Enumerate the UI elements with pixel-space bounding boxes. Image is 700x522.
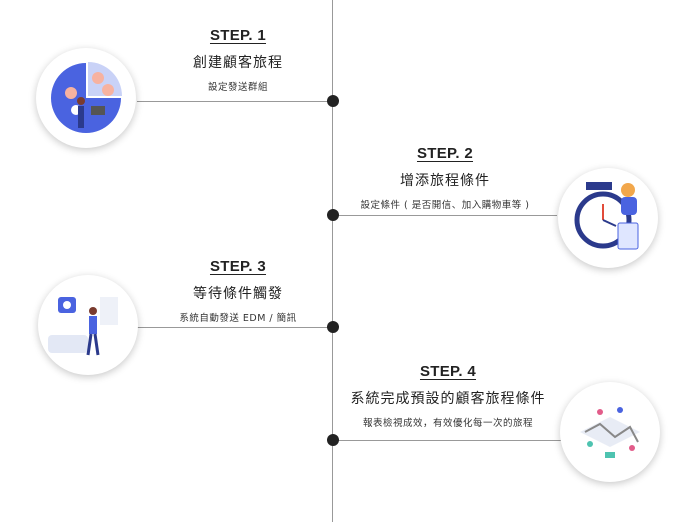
step-4-connector <box>333 440 561 441</box>
step-4-dot <box>327 434 339 446</box>
step-1-connector <box>137 101 333 102</box>
step-2-dot <box>327 209 339 221</box>
journey-map-illustration-icon <box>560 382 660 482</box>
step-3-subtitle: 系統自動發送 EDM / 簡訊 <box>179 313 297 324</box>
step-1-dot <box>327 95 339 107</box>
step-2-subtitle: 設定條件 ( 是否開信、加入購物車等 ) <box>360 200 530 211</box>
step-1-label: STEP. 1 <box>209 27 267 44</box>
step-1-title: 創建顧客旅程 <box>193 55 283 71</box>
step-4-block: STEP. 4 系統完成預設的顧客旅程條件 報表檢視成效，有效優化每一次的旅程 <box>318 363 578 429</box>
customer-group-illustration-icon <box>36 48 136 148</box>
step-1-subtitle: 設定發送群組 <box>207 82 268 93</box>
step-4-subtitle: 報表檢視成效，有效優化每一次的旅程 <box>362 418 533 429</box>
step-2-block: STEP. 2 增添旅程條件 設定條件 ( 是否開信、加入購物車等 ) <box>315 145 575 211</box>
step-3-dot <box>327 321 339 333</box>
clock-checklist-illustration-icon <box>558 168 658 268</box>
step-4-label: STEP. 4 <box>419 363 477 380</box>
step-3-title: 等待條件觸發 <box>193 286 283 302</box>
step-4-title: 系統完成預設的顧客旅程條件 <box>350 391 546 407</box>
step-3-connector <box>137 327 333 328</box>
step-2-connector <box>333 215 557 216</box>
step-2-title: 增添旅程條件 <box>400 173 490 189</box>
step-3-label: STEP. 3 <box>209 258 267 275</box>
step-3-block: STEP. 3 等待條件觸發 系統自動發送 EDM / 簡訊 <box>108 258 368 324</box>
step-1-block: STEP. 1 創建顧客旅程 設定發送群組 <box>108 27 368 93</box>
notification-illustration-icon <box>38 275 138 375</box>
step-2-label: STEP. 2 <box>416 145 474 162</box>
timeline-axis <box>332 0 333 522</box>
